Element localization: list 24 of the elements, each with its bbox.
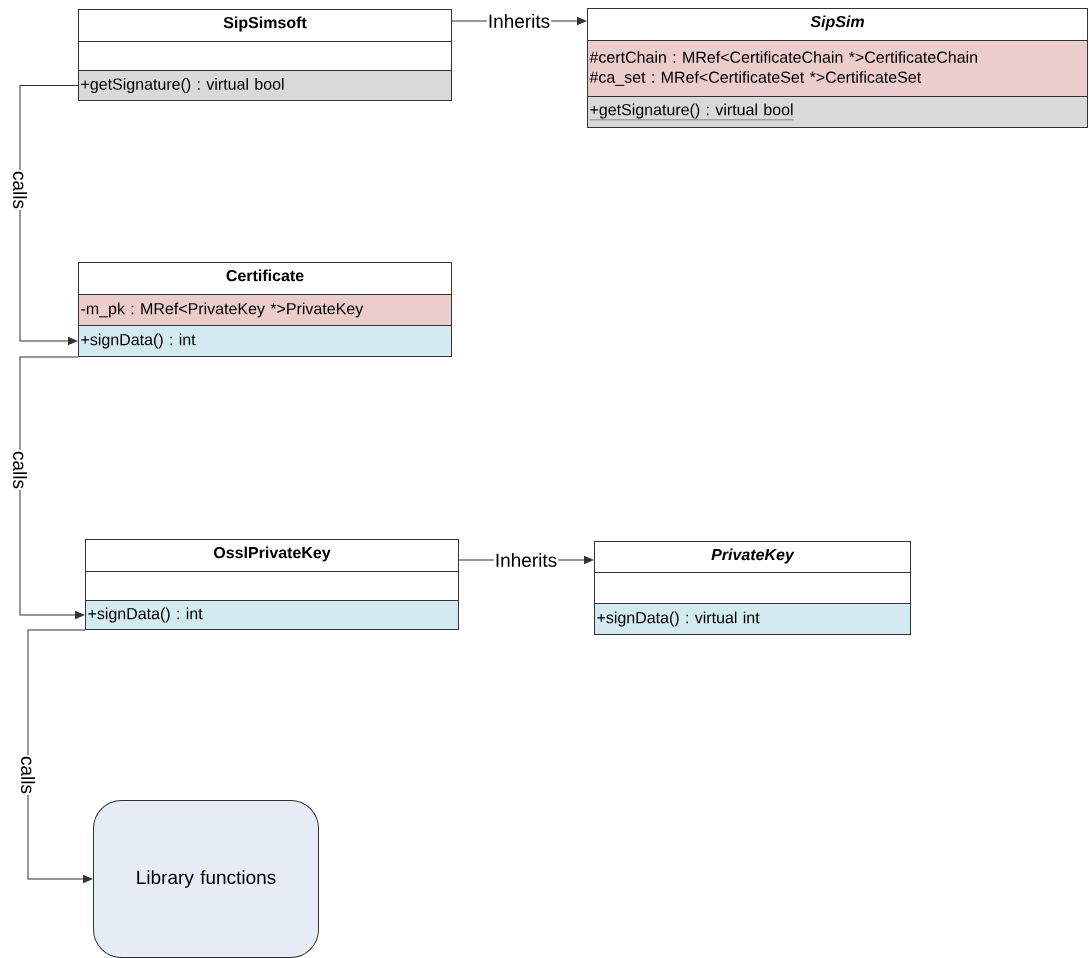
class-box: OsslPrivateKey [85, 539, 459, 572]
class-box: Certificate [78, 262, 452, 295]
rounded-box: Library functions [93, 800, 319, 958]
class-compartment [594, 572, 911, 604]
edge-label: calls [12, 450, 28, 490]
class-compartment: +signData() : int [85, 600, 459, 630]
class-compartment [85, 571, 459, 601]
arrow [19, 356, 85, 619]
edge-label: calls [12, 170, 28, 210]
class-compartment: +getSignature() : virtual bool [587, 96, 1088, 128]
class-compartment: #certChain : MRef<CertificateChain *>CertificateChain #ca_set : MRef<CertificateSet *>CertificateSet [587, 40, 1088, 97]
arrow [27, 629, 93, 883]
class-compartment: +getSignature() : virtual bool [78, 70, 452, 101]
class-compartment [78, 41, 452, 71]
arrow [19, 85, 79, 345]
class-compartment: -m_pk : MRef<PrivateKey *>PrivateKey [78, 294, 452, 326]
class-compartment: +signData() : virtual int [594, 603, 911, 635]
class-box: SipSimsoft [78, 9, 452, 42]
edge-label: Inherits [493, 552, 559, 568]
class-box: PrivateKey [594, 541, 911, 573]
class-compartment: +signData() : int [78, 325, 452, 357]
edge-label: calls [20, 755, 36, 795]
edge-label: Inherits [486, 13, 552, 29]
class-box: SipSim [587, 8, 1088, 41]
